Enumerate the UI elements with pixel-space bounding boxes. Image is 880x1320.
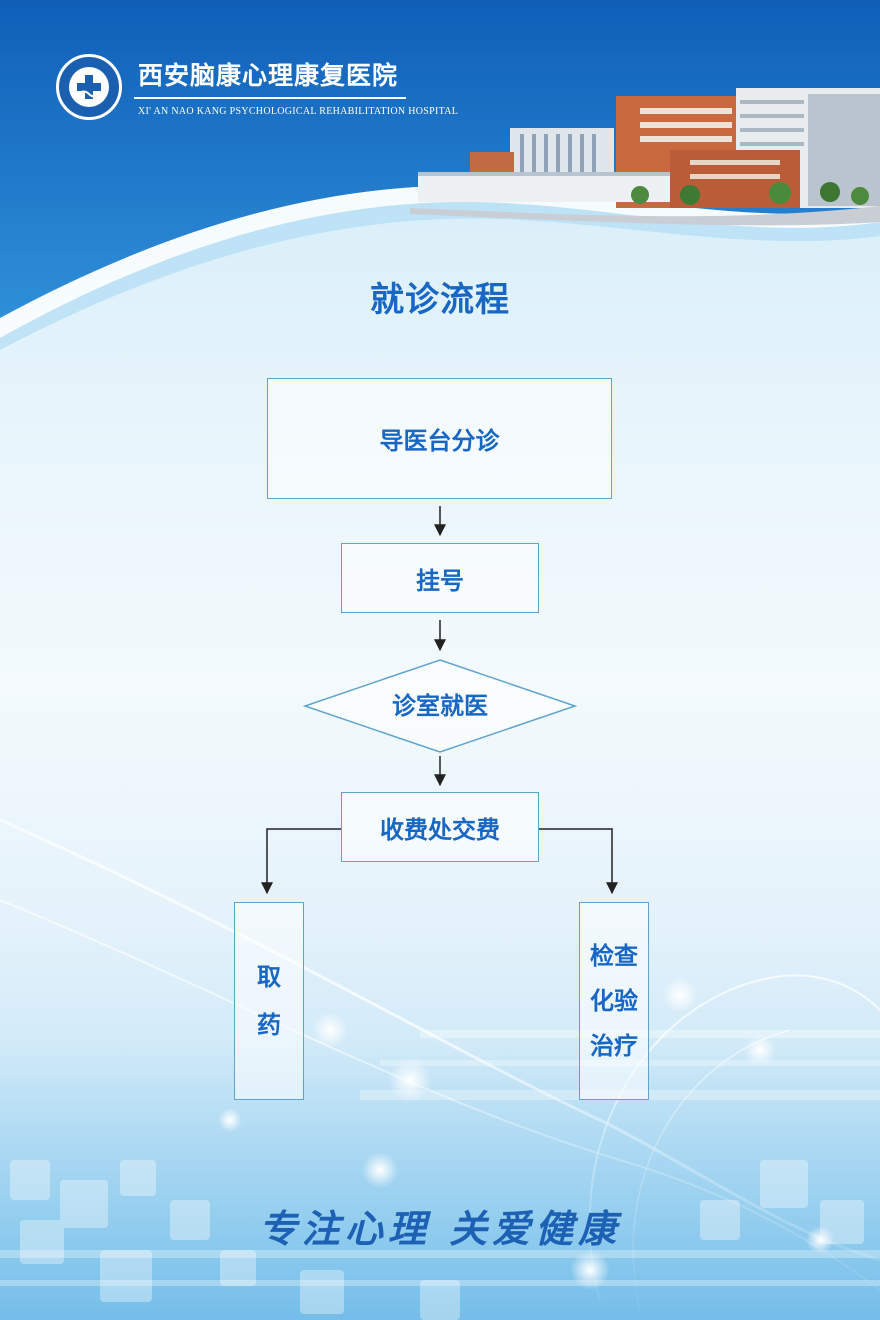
arrow-step4-to-left: [267, 829, 341, 893]
flow-branch-exam-line2: 化验: [590, 979, 638, 1024]
flow-branch-exam-line3: 治疗: [590, 1024, 638, 1069]
flow-step-register-label: 挂号: [416, 561, 464, 596]
slogan: 专注心理 关爱健康: [0, 1198, 880, 1253]
flow-branch-exam-line1: 检查: [590, 934, 638, 979]
flow-branch-pharmacy-line2: 药: [257, 1001, 281, 1049]
flow-branch-pharmacy: 取 药: [234, 902, 304, 1100]
flow-step-triage-label: 导医台分诊: [380, 421, 500, 456]
flow-branch-pharmacy-line1: 取: [257, 953, 281, 1001]
flow-step-register: 挂号: [341, 543, 539, 613]
flow-step-consultation-label: 诊室就医: [305, 686, 575, 726]
arrow-step4-to-right: [539, 829, 612, 893]
flow-branch-exam: 检查 化验 治疗: [579, 902, 649, 1100]
flow-step-payment: 收费处交费: [341, 792, 539, 862]
flow-step-triage: 导医台分诊: [267, 378, 612, 499]
flow-step-payment-label: 收费处交费: [380, 810, 500, 845]
